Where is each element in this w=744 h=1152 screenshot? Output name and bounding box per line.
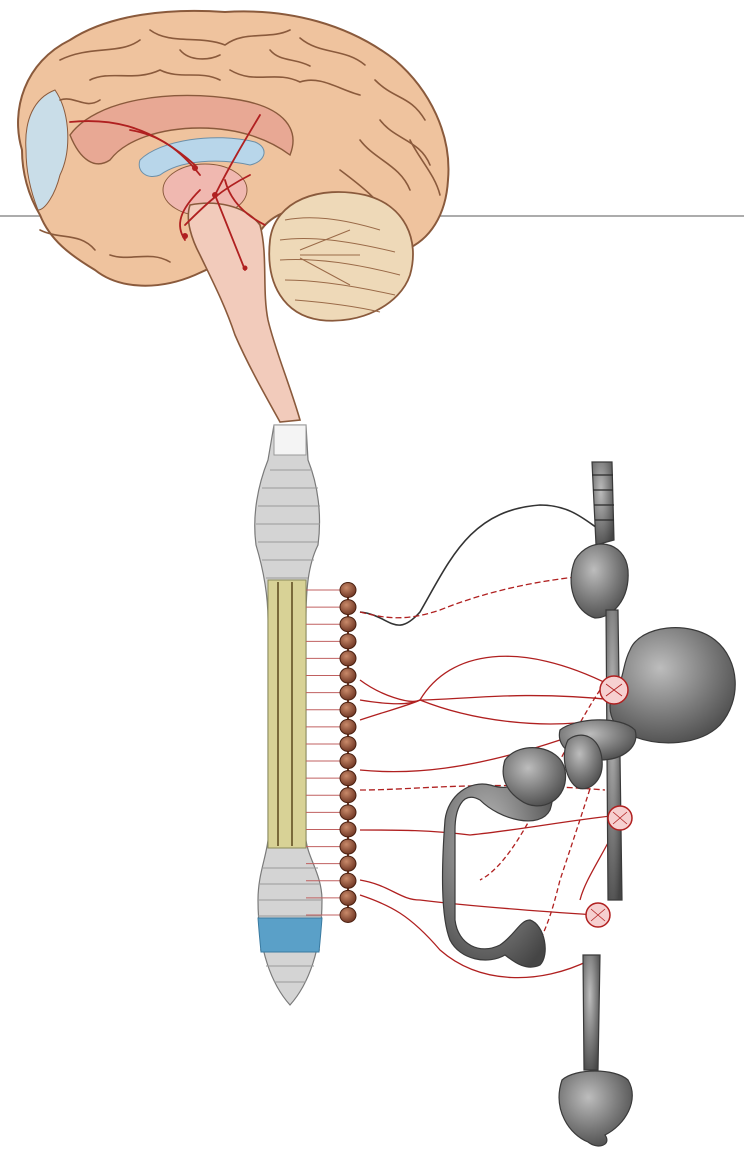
ganglion: [340, 634, 356, 649]
sacral-region: [258, 918, 322, 952]
ganglion: [340, 890, 356, 905]
ganglion: [340, 805, 356, 820]
ganglion: [340, 583, 356, 598]
ganglion: [340, 719, 356, 734]
ganglion: [340, 736, 356, 751]
rectum: [583, 955, 600, 1070]
ganglion: [340, 685, 356, 700]
ganglion: [340, 617, 356, 632]
ganglion: [340, 668, 356, 683]
heart: [571, 544, 628, 618]
organs-illustration: [443, 462, 736, 1146]
brain-illustration: [18, 11, 448, 422]
thoracolumbar-region: [268, 580, 306, 848]
ganglion: [340, 754, 356, 769]
spinal-cord-illustration: [255, 425, 322, 1005]
ganglion: [340, 856, 356, 871]
cerebellum: [269, 192, 413, 321]
ganglion: [340, 651, 356, 666]
ganglion: [340, 873, 356, 888]
bladder: [559, 1071, 632, 1146]
ganglion: [340, 600, 356, 615]
cervical-cap: [274, 425, 306, 455]
ganglion: [340, 839, 356, 854]
ganglion: [340, 822, 356, 837]
ganglion: [340, 908, 356, 923]
kidney: [564, 735, 602, 789]
ganglion: [340, 771, 356, 786]
ganglion: [340, 702, 356, 717]
ganglion: [340, 788, 356, 803]
